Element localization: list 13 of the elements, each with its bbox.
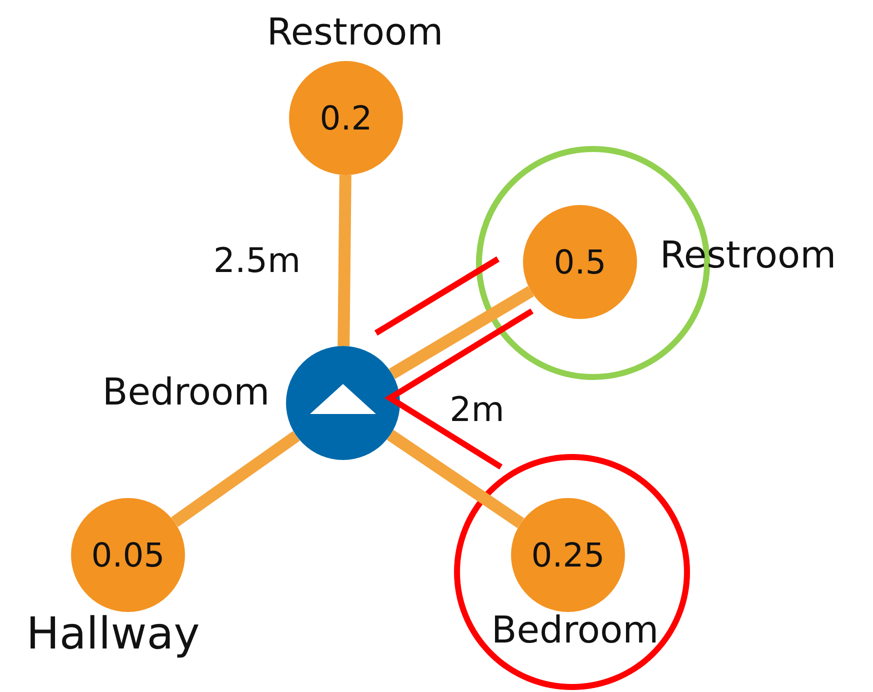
value-text: 0.05 (90, 536, 166, 574)
connector-line (338, 174, 352, 346)
distance-label: 2m (448, 390, 506, 430)
connector-line (386, 430, 524, 528)
room-label: Restroom (266, 10, 444, 54)
room-label: Bedroom (491, 608, 659, 652)
value-text: 0.2 (318, 98, 374, 138)
room-label: Hallway (26, 608, 200, 660)
connector-line (388, 286, 534, 380)
connector-line (171, 431, 300, 527)
value-text: 0.25 (530, 536, 606, 574)
room-label: Bedroom (102, 370, 270, 414)
value-text: 0.5 (552, 242, 608, 282)
